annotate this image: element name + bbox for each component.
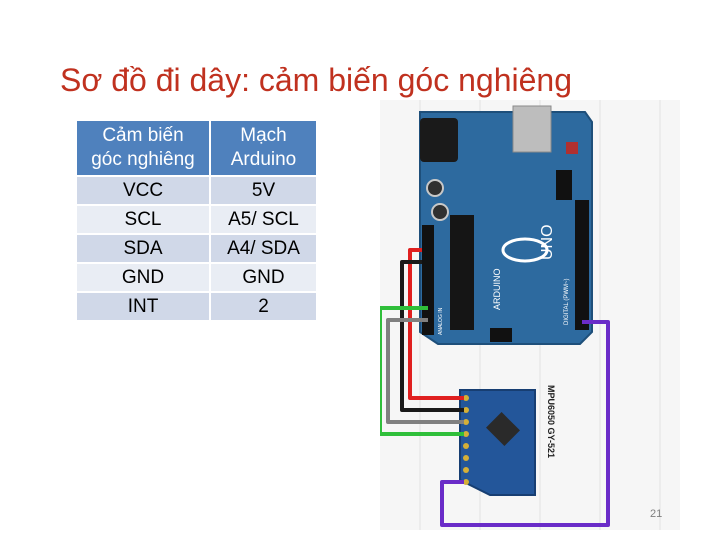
sensor-pins [463,395,469,485]
arduino-pin-cell: GND [209,262,316,292]
header-arduino: Mạch Arduino [209,121,316,176]
usb-port [512,105,552,153]
mpu6050-module: MPU6050 GY-521 [459,385,556,496]
table-row: GND GND [77,262,316,292]
sensor-pin-cell: SDA [77,233,210,263]
wire-vcc [408,248,464,400]
wiring-photo: UNO ARDUINO DIGITAL (PWM~) ANALOG IN MPU… [380,100,680,530]
wire-int [440,320,610,527]
digital-header [575,200,589,330]
sensor-name: MPU6050 GY-521 [546,385,556,458]
slide-title: Sơ đồ đi dây: cảm biến góc nghiêng [60,62,572,98]
table-row: SCL A5/ SCL [77,204,316,234]
table-header-row: Cảm biến góc nghiêng Mạch Arduino [77,121,316,176]
board-logo-text: UNO [539,224,556,260]
arduino-pin-cell: 2 [209,291,316,320]
arduino-pin-cell: A4/ SDA [209,233,316,263]
arduino-pin-cell: 5V [209,175,316,205]
header-sensor: Cảm biến góc nghiêng [77,121,210,176]
sensor-pin-cell: VCC [77,175,210,205]
arduino-board: UNO ARDUINO DIGITAL (PWM~) ANALOG IN [419,105,593,345]
dc-jack [420,118,458,162]
board-brand: ARDUINO [492,268,502,310]
table-row: VCC 5V [77,175,316,205]
analog-header-label: ANALOG IN [438,307,444,335]
wire-gnd [400,260,464,412]
wire-scl [386,318,464,424]
reset-button [566,142,578,154]
wiring-table: Cảm biến góc nghiêng Mạch Arduino VCC 5V… [77,121,316,320]
arduino-pin-cell: A5/ SCL [209,204,316,234]
sensor-chip [486,412,520,446]
wire-sda [380,306,464,436]
wires [380,248,610,527]
table-row: INT 2 [77,291,316,320]
atmega-chip [450,215,474,330]
sensor-pin-cell: SCL [77,204,210,234]
page-number: 21 [650,508,663,520]
sensor-pin-cell: INT [77,291,210,320]
digital-header-label: DIGITAL (PWM~) [564,278,570,325]
sensor-pin-cell: GND [77,262,210,292]
table-row: SDA A4/ SDA [77,233,316,263]
